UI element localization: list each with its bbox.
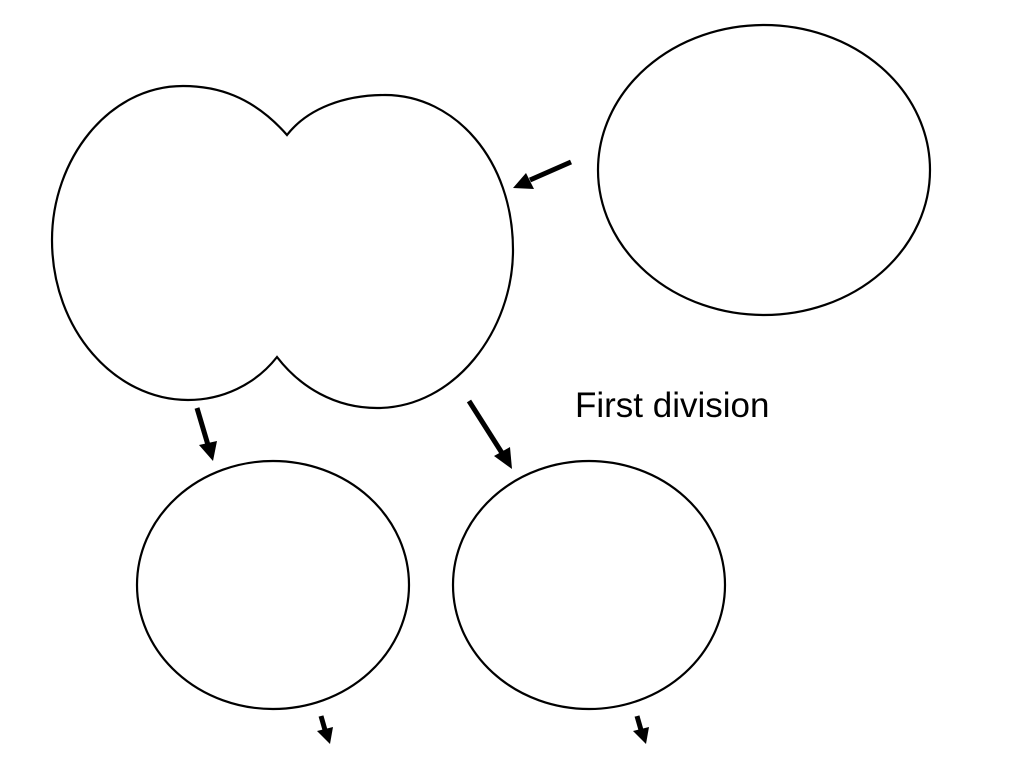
arrow-dividing-to-right-daughter	[466, 399, 512, 469]
arrow-left-daughter-continue	[317, 715, 333, 744]
arrow-dividing-to-left-daughter	[194, 407, 217, 461]
parent-cell	[596, 23, 932, 317]
dividing-cell	[50, 84, 515, 410]
daughter-cell-right	[451, 459, 727, 711]
daughter-cell-left	[135, 459, 411, 711]
arrow-parent-to-dividing	[513, 159, 573, 189]
first-division-label: First division	[575, 386, 770, 425]
arrow-right-daughter-continue	[633, 715, 649, 744]
